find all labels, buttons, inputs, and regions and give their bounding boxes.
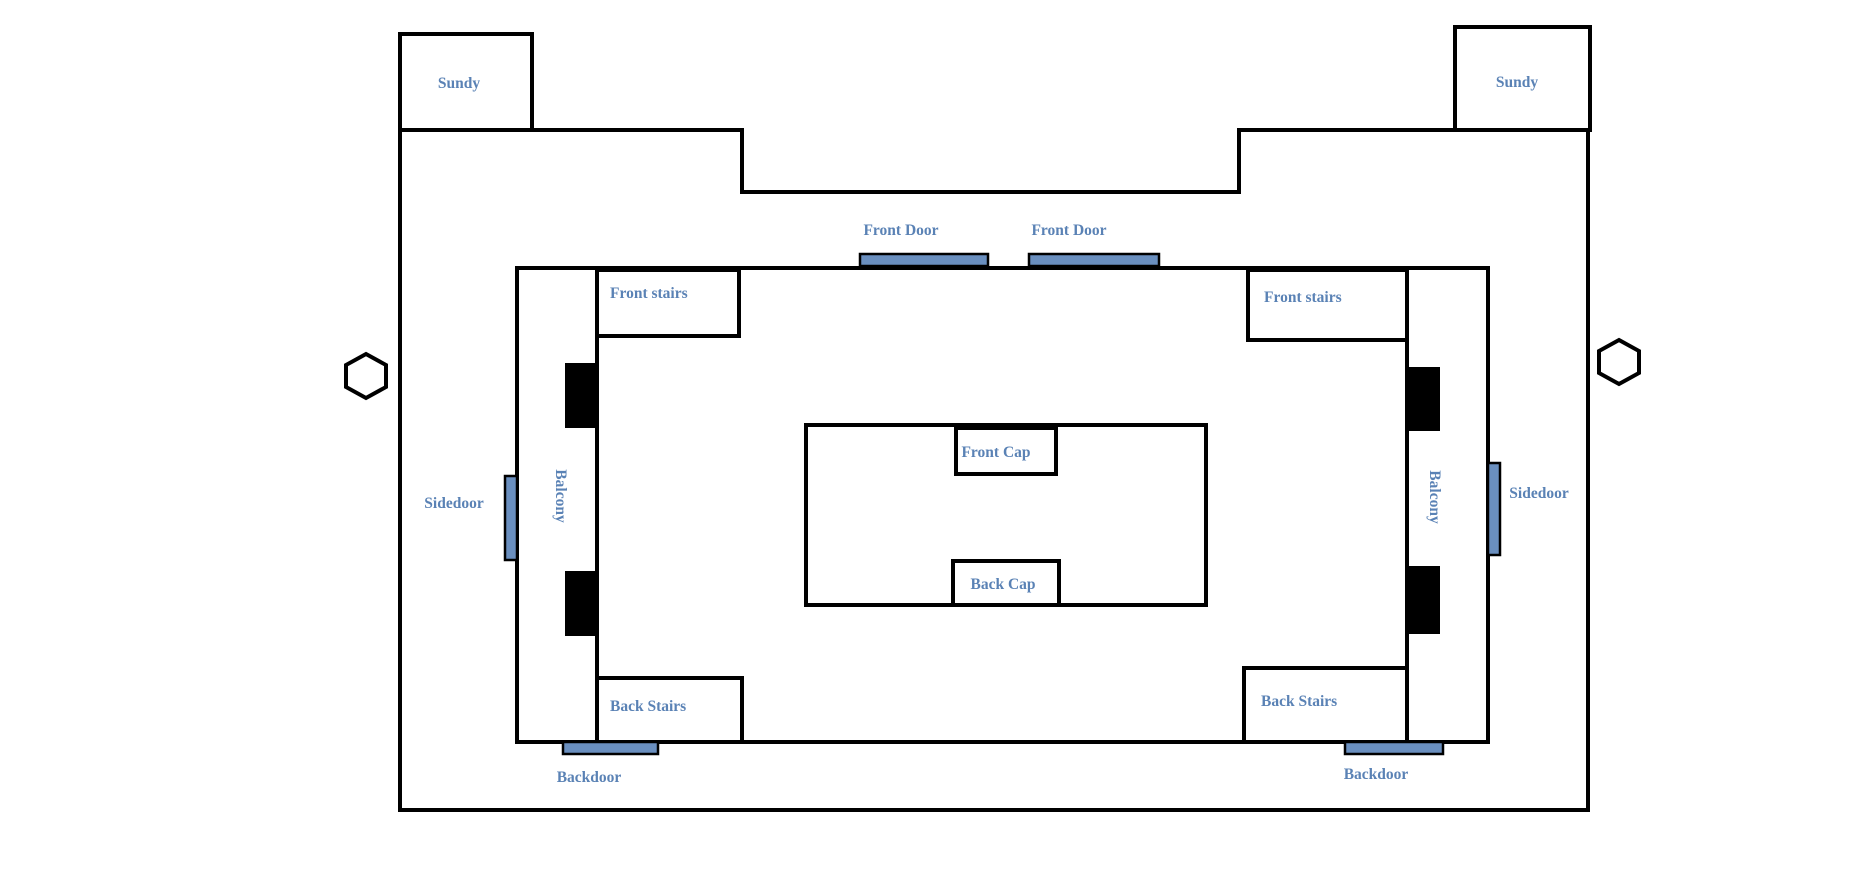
backdoor-left-label: Backdoor [557,769,622,786]
sidedoor-right-label: Sidedoor [1509,485,1569,502]
hexagon-icon [1597,337,1641,387]
back-stairs-right-label: Back Stairs [1261,693,1337,710]
front-door-left-label: Front Door [863,222,938,239]
front-door-left [858,252,990,268]
sundy-right-label: Sundy [1496,74,1538,91]
front-cap-label: Front Cap [961,444,1030,461]
back-cap-box [951,559,1061,607]
balcony-block-right-top [1407,367,1440,431]
balcony-block-right-bottom [1407,566,1440,634]
backdoor-left [561,740,660,756]
backdoor-right-label: Backdoor [1344,766,1409,783]
back-cap-label: Back Cap [970,576,1035,593]
back-stairs-left-label: Back Stairs [610,698,686,715]
sundy-box-right [1453,25,1592,132]
front-cap-box [954,426,1058,476]
balcony-right-label: Balcony [1426,470,1443,524]
front-door-right-label: Front Door [1031,222,1106,239]
front-door-right [1027,252,1161,268]
front-stairs-right-label: Front stairs [1264,289,1342,306]
back-stairs-left-box [595,676,744,744]
sundy-left-label: Sundy [438,75,480,92]
front-stairs-left-label: Front stairs [610,285,688,302]
sidedoor-right [1486,461,1502,557]
sidedoor-left [503,474,519,562]
hexagon-icon [344,351,388,401]
back-stairs-right-box [1242,666,1409,744]
backdoor-right [1343,740,1445,756]
balcony-left-label: Balcony [552,469,569,523]
balcony-block-left-bottom [565,571,597,636]
balcony-block-left-top [565,363,597,428]
front-stairs-right-box [1246,268,1409,342]
outer-wall [398,128,1590,812]
front-stairs-left-box [595,268,741,338]
sidedoor-left-label: Sidedoor [424,495,484,512]
sundy-box-left [398,32,534,132]
